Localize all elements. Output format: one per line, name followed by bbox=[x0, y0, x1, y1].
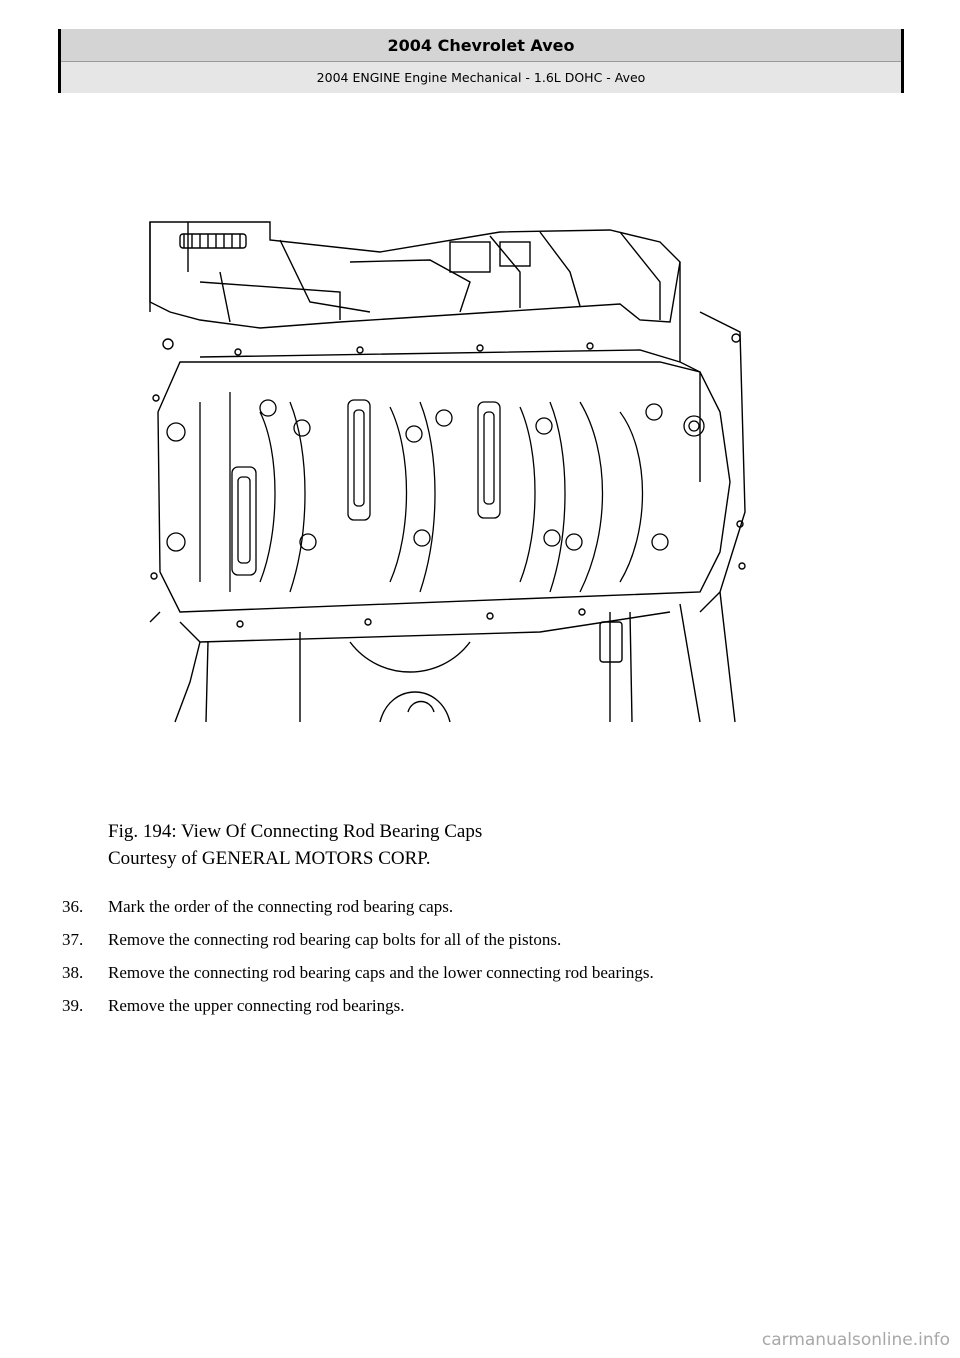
step-36: 36. Mark the order of the connecting rod… bbox=[62, 890, 922, 923]
step-39: 39. Remove the upper connecting rod bear… bbox=[62, 989, 922, 1022]
step-text: Remove the upper connecting rod bearings… bbox=[108, 995, 405, 1015]
procedure-steps: 36. Mark the order of the connecting rod… bbox=[62, 890, 922, 1022]
document-subtitle: 2004 ENGINE Engine Mechanical - 1.6L DOH… bbox=[61, 62, 901, 93]
page-header: 2004 Chevrolet Aveo 2004 ENGINE Engine M… bbox=[58, 29, 904, 93]
document-title: 2004 Chevrolet Aveo bbox=[61, 29, 901, 62]
step-text: Remove the connecting rod bearing cap bo… bbox=[108, 929, 562, 949]
step-text: Mark the order of the connecting rod bea… bbox=[108, 896, 454, 916]
step-number: 36. bbox=[62, 896, 84, 916]
figure-courtesy: Courtesy of GENERAL MOTORS CORP. bbox=[108, 848, 431, 869]
step-38: 38. Remove the connecting rod bearing ca… bbox=[62, 956, 922, 989]
watermark: carmanualsonline.info bbox=[761, 1330, 950, 1350]
figure-caption-block: Fig. 194: View Of Connecting Rod Bearing… bbox=[108, 818, 482, 872]
step-number: 39. bbox=[62, 995, 84, 1015]
step-37: 37. Remove the connecting rod bearing ca… bbox=[62, 923, 922, 956]
figure-caption: Fig. 194: View Of Connecting Rod Bearing… bbox=[108, 821, 483, 842]
step-text: Remove the connecting rod bearing caps a… bbox=[108, 962, 654, 982]
step-number: 37. bbox=[62, 929, 84, 949]
step-number: 38. bbox=[62, 962, 84, 982]
engine-diagram bbox=[149, 221, 746, 723]
